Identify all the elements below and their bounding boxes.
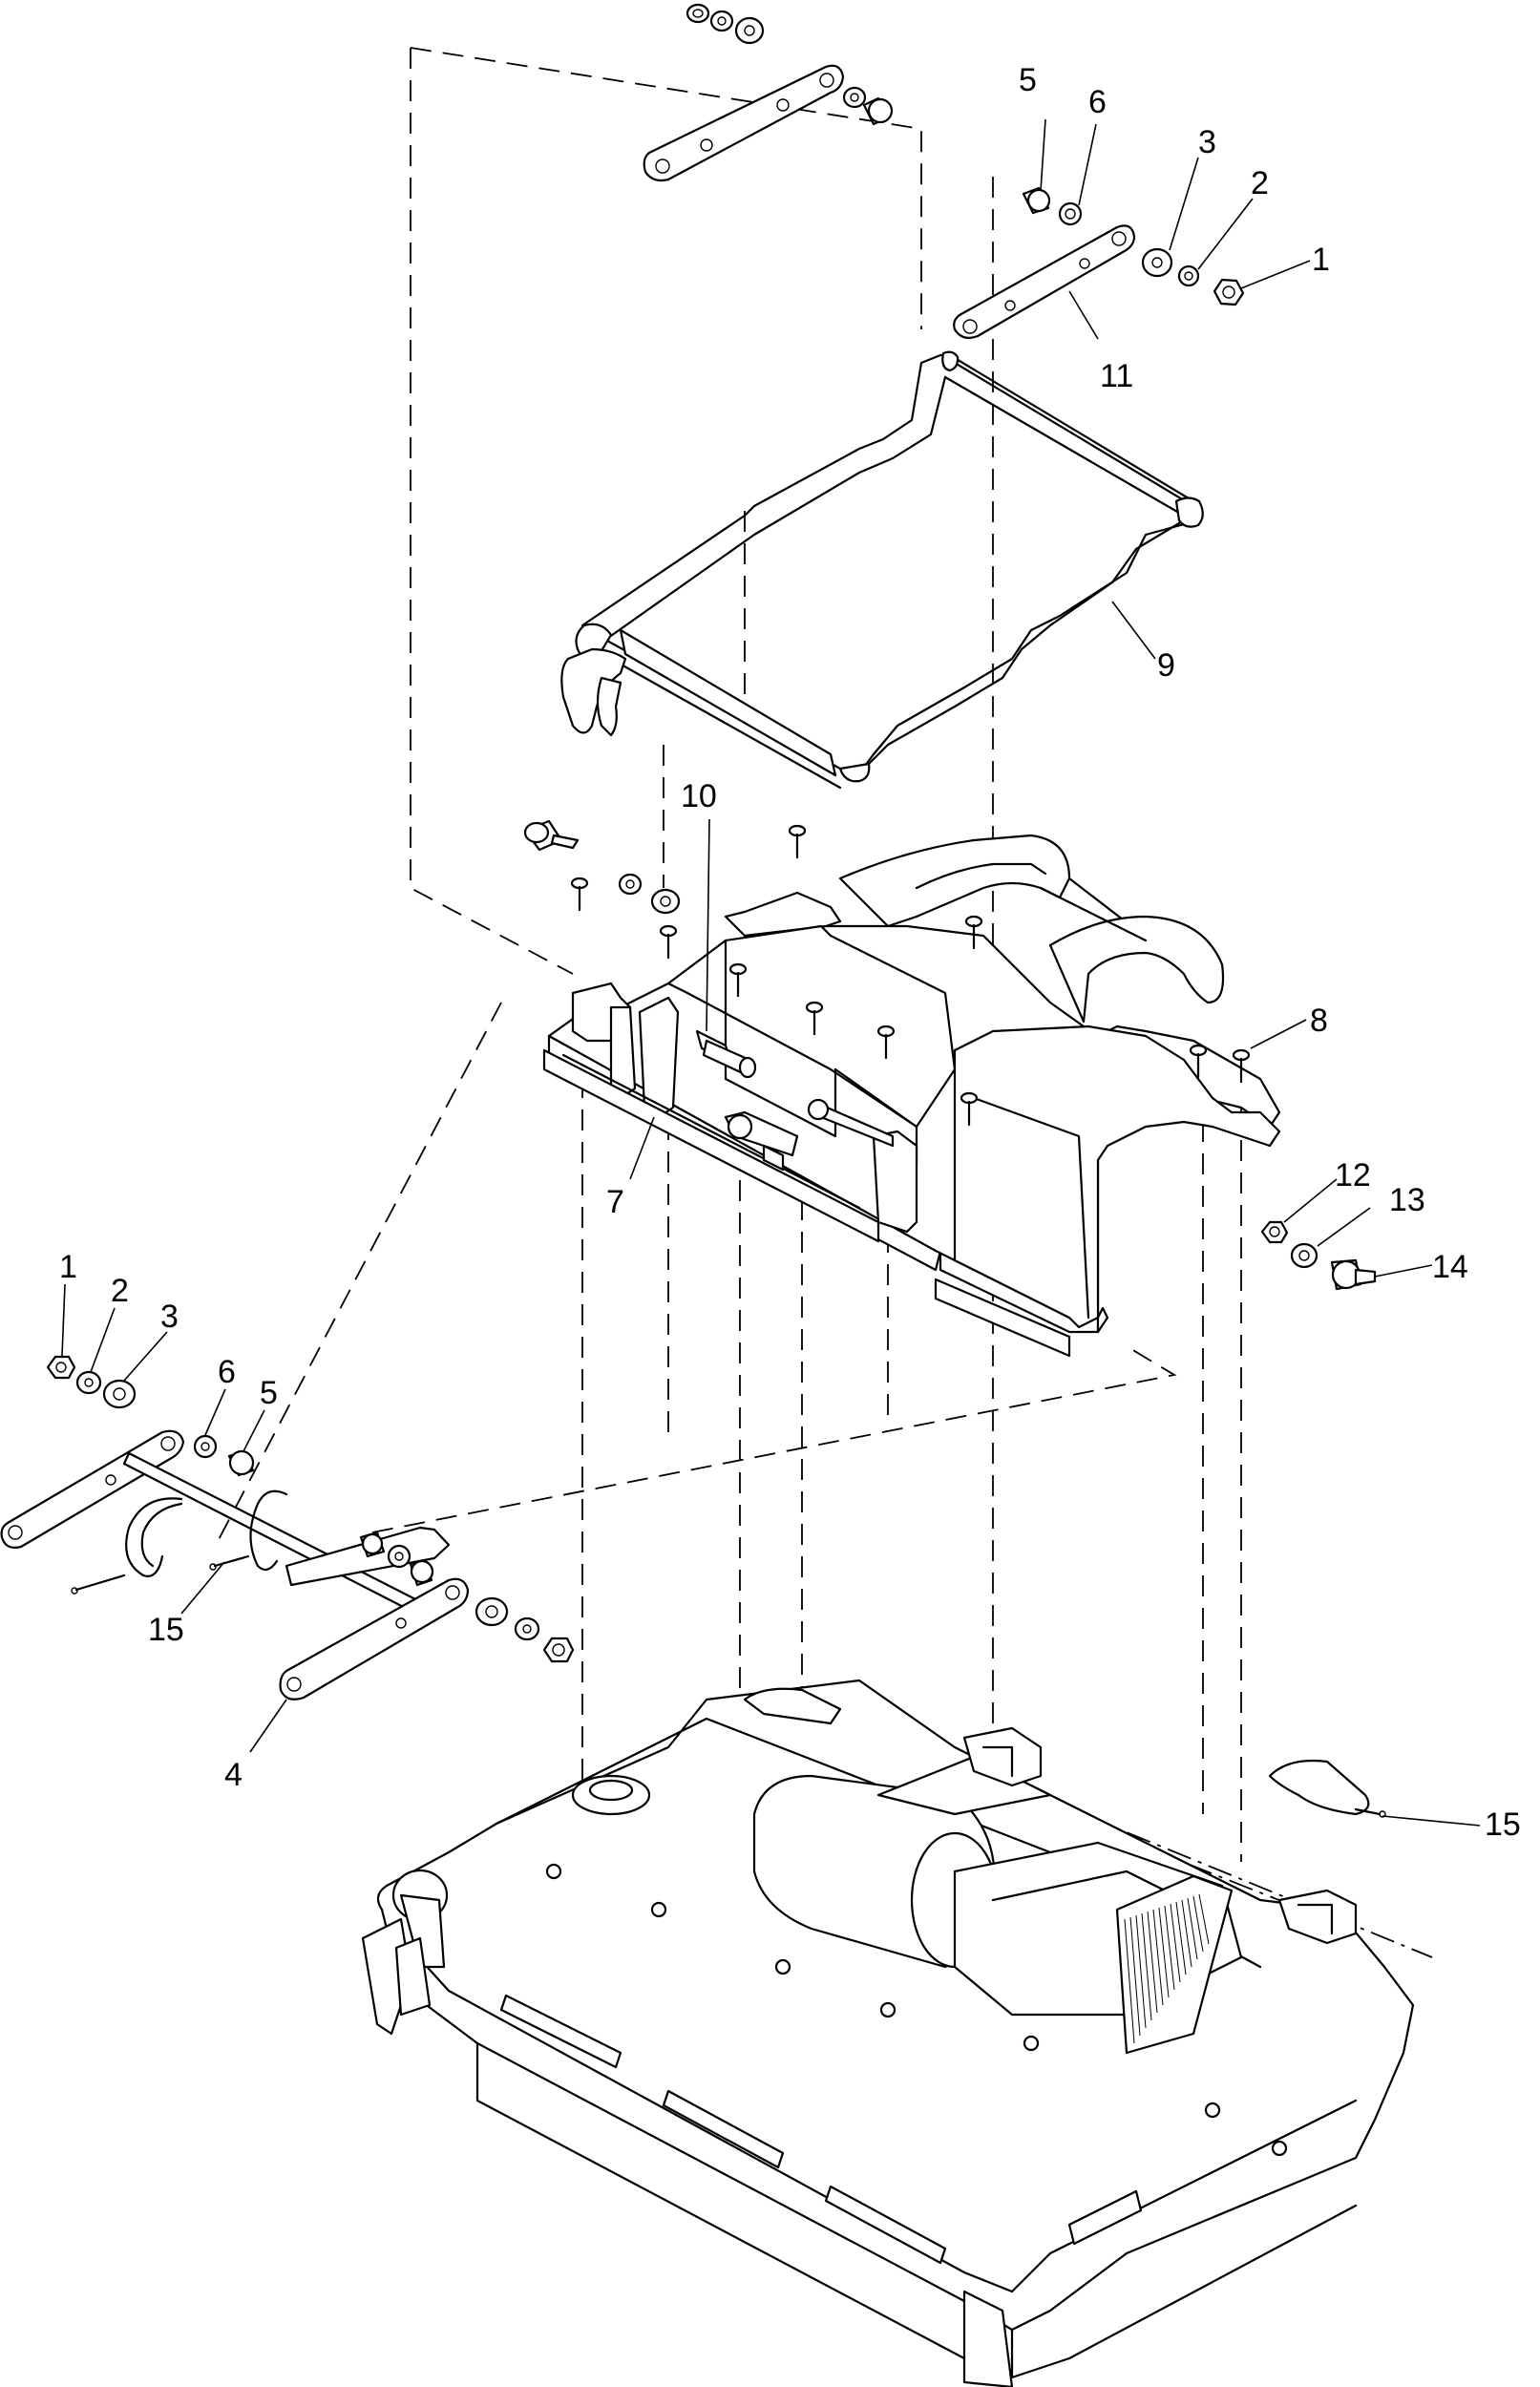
leader-lines (61, 118, 1481, 1827)
lock-washer-2 (1177, 264, 1200, 287)
washer-13 (1290, 1242, 1318, 1269)
lock-washer (514, 1616, 540, 1641)
spacer-6b (193, 1434, 218, 1459)
callout-label: 15 (1485, 1806, 1521, 1843)
nut-12 (1260, 1220, 1289, 1244)
callout-label: 2 (1251, 165, 1269, 201)
screw (805, 1001, 824, 1036)
callout-label: 5 (260, 1375, 278, 1411)
hex-nut (686, 3, 710, 24)
callout-label: 4 (224, 1757, 243, 1793)
link-arm (0, 1429, 451, 1617)
callout-label: 6 (218, 1354, 236, 1390)
callout-label: 11 (1100, 358, 1133, 394)
screw (1232, 1048, 1251, 1084)
callout-label: 6 (1088, 84, 1107, 120)
bushing (862, 96, 894, 126)
housing-frame-7 (542, 834, 1281, 1358)
flat-washer-3 (1141, 247, 1173, 278)
lower-left-link-assembly (0, 1355, 575, 1700)
screw (964, 915, 983, 950)
spacer-6 (1058, 201, 1083, 226)
screw (876, 1025, 896, 1060)
bolt-14 (1330, 1258, 1377, 1291)
pin-10 (702, 1039, 757, 1079)
hex-nut-1b (46, 1355, 76, 1380)
callout-label: 8 (1310, 1003, 1328, 1039)
link-plate (643, 64, 845, 182)
upper-right-link-assembly (953, 186, 1245, 339)
bushing-5 (1022, 186, 1051, 215)
lock-washer-2b (75, 1370, 102, 1395)
bushing-5b (227, 1449, 255, 1477)
screw (1189, 1044, 1208, 1079)
flat-washer (734, 16, 765, 45)
callout-labels: 5 6 3 2 1 11 9 10 8 7 12 13 14 1 2 3 6 5… (59, 62, 1521, 1843)
screw (960, 1091, 979, 1127)
spacer (359, 1531, 386, 1558)
callout-label: 12 (1335, 1157, 1371, 1194)
shoulder-bolt (523, 819, 580, 852)
callout-label: 3 (1198, 124, 1216, 160)
callout-label: 5 (1019, 62, 1037, 98)
link-arm-4 (279, 1577, 470, 1700)
link-plate-11 (953, 224, 1136, 339)
callout-label: 1 (1312, 242, 1330, 278)
washer-small (618, 873, 643, 896)
screw (788, 824, 807, 859)
screws-8 (570, 824, 1251, 1127)
flat-washer-3b (102, 1379, 137, 1409)
screw (728, 962, 748, 998)
callout-label: 2 (111, 1273, 129, 1309)
hex-nut (542, 1637, 575, 1663)
callout-label: 1 (59, 1249, 77, 1285)
chassis-base (361, 1679, 1415, 2387)
carriage-frame-9 (560, 350, 1204, 790)
screw (659, 924, 678, 960)
callout-label: 10 (681, 778, 717, 814)
callout-label: 14 (1432, 1249, 1468, 1285)
upper-left-link-assembly (643, 3, 894, 182)
callout-label: 7 (606, 1184, 624, 1220)
lock-washer (709, 10, 734, 32)
hex-nut-1 (1213, 278, 1245, 306)
bushing (387, 1544, 411, 1569)
callout-label: 13 (1389, 1182, 1425, 1218)
washer-large (650, 888, 681, 915)
spacer-bushing (409, 1558, 434, 1587)
grille-hatching (1124, 1893, 1210, 2044)
spacer-bushing (842, 86, 867, 109)
flat-washer (475, 1596, 509, 1627)
callout-label: 15 (148, 1612, 184, 1648)
callout-label: 9 (1157, 647, 1175, 684)
cable-tie-15 (71, 1489, 288, 1595)
callout-label: 3 (160, 1299, 179, 1335)
screw (570, 877, 589, 912)
